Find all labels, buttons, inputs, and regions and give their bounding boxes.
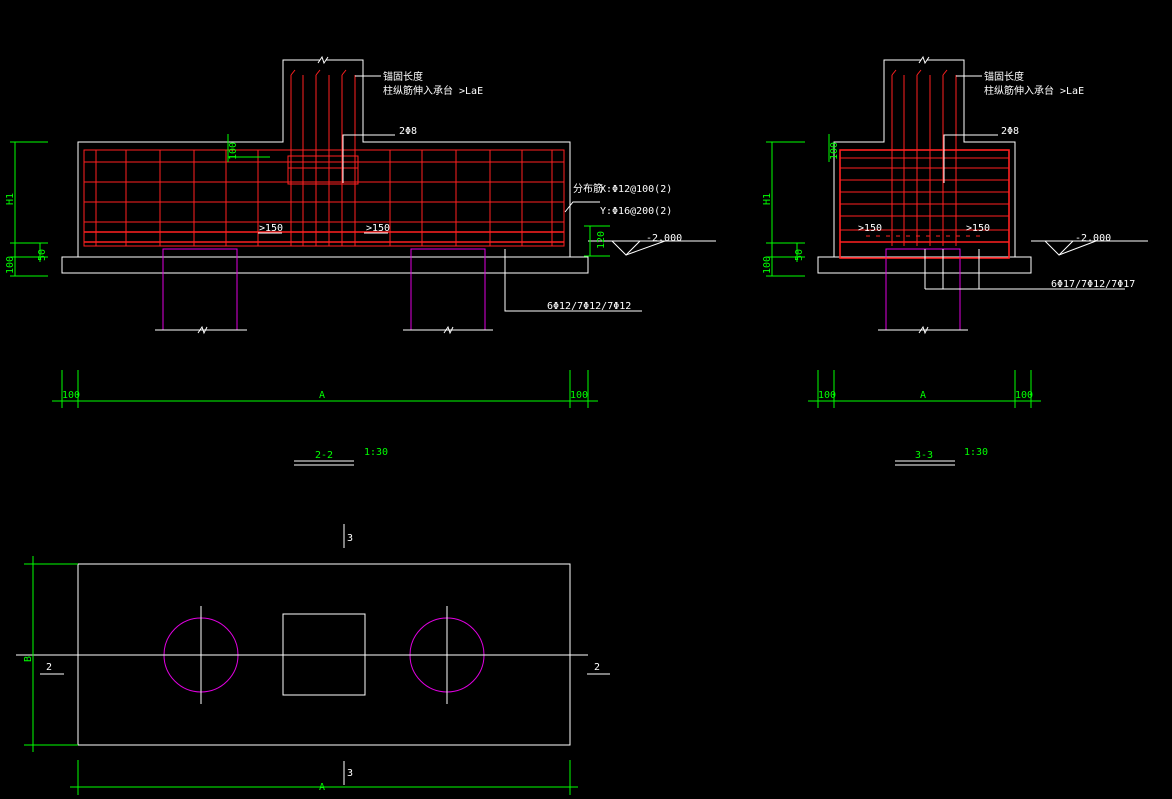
scale-2-2: 1:30 [364,447,388,458]
stirrup-label: 2Φ8 [399,126,417,137]
dim-50-2-2: 50 [37,249,48,261]
min150-right: >150 [366,223,390,234]
dim-a-3-3: A [920,390,926,401]
dim-a-2-2: A [319,390,325,401]
title-3-3: 3-3 1:30 [895,447,988,466]
dims-bottom-3-3: 100 A 100 [808,370,1041,408]
piles-3-3 [878,248,968,335]
plan-dims: B A [23,556,578,795]
dim-100-br-3-3: 100 [1015,390,1033,401]
cut-3-top: 3 [347,533,353,544]
cap-outline-3-3 [833,59,1016,257]
bars-2-2: 6Φ12/7Φ12/7Φ12 [547,301,631,312]
dim-50-3-3: 50 [794,249,805,261]
mesh-y-label: Y:Φ16@200(2) [600,206,672,217]
mesh-x-label: X:Φ12@100(2) [600,184,672,195]
dim-100-br: 100 [570,390,588,401]
dim-100-bl-3-3: 100 [818,390,836,401]
min150-left: >150 [259,223,283,234]
min150-right-3-3: >150 [966,223,990,234]
break-mark [317,55,329,65]
dims-bottom-2-2: 100 A 100 [52,370,598,408]
anchor-note-line2: 柱纵筋伸入承台 >LaE [383,84,483,97]
min150-left-3-3: >150 [858,223,882,234]
annotations-3-3: 锚固长度 柱纵筋伸入承台 >LaE 2Φ8 >150 >150 -2.000 6… [858,70,1135,290]
section-title-3-3: 3-3 [915,450,933,461]
dim-b-plan: B [23,656,34,662]
anchor-note-line1-3-3: 锚固长度 [984,70,1024,83]
title-2-2: 2-2 1:30 [294,447,388,466]
elevation-symbol-2-2 [611,240,641,256]
leader [625,240,666,256]
anchor-note-line1: 锚固长度 [383,70,423,83]
dim-100-bl: 100 [62,390,80,401]
scale-3-3: 1:30 [964,447,988,458]
dim-h1-3-3: H1 [762,193,773,205]
stirrup-label-3-3: 2Φ8 [1001,126,1019,137]
elevation-2-2: -2.000 [646,233,682,244]
piles-2-2 [155,248,493,335]
cushion-2-2 [61,256,589,274]
dim-100-cover-3-3: 100 [829,142,840,160]
mesh-label: 分布筋 [573,182,603,195]
section-3-3: 锚固长度 柱纵筋伸入承台 >LaE 2Φ8 >150 >150 -2.000 6… [762,55,1148,466]
dim-a-plan: A [319,782,325,793]
bars-3-3: 6Φ17/7Φ12/7Φ17 [1051,279,1135,290]
section-title-2-2: 2-2 [315,450,333,461]
anchor-note-line2-3-3: 柱纵筋伸入承台 >LaE [984,84,1084,97]
annotations-2-2: 锚固长度 柱纵筋伸入承台 >LaE 2Φ8 分布筋 X:Φ12@100(2) Y… [258,70,682,312]
cut-3-bottom: 3 [347,768,353,779]
elevation-3-3: -2.000 [1075,233,1111,244]
dim-120: 120 [596,231,607,249]
dims-left-2-2: H1 50 100 100 120 [5,134,610,277]
rebar-3-3 [839,69,1010,259]
cut-2-left: 2 [46,662,52,673]
dims-left-3-3: H1 50 100 100 [762,134,840,277]
plan-view: 2 2 3 3 B A [16,524,610,795]
section-2-2: 锚固长度 柱纵筋伸入承台 >LaE 2Φ8 分布筋 X:Φ12@100(2) Y… [5,55,716,466]
rebar-mesh-2-2 [83,69,565,247]
dim-100-3-3: 100 [762,256,773,274]
dim-h1-2-2: H1 [5,193,16,205]
dim-100-2-2: 100 [5,256,16,274]
cap-outline-2-2 [77,59,571,257]
section-cut-marks: 2 2 3 3 [40,524,610,785]
dim-100-cover: 100 [228,142,239,160]
cut-2-right: 2 [594,662,600,673]
